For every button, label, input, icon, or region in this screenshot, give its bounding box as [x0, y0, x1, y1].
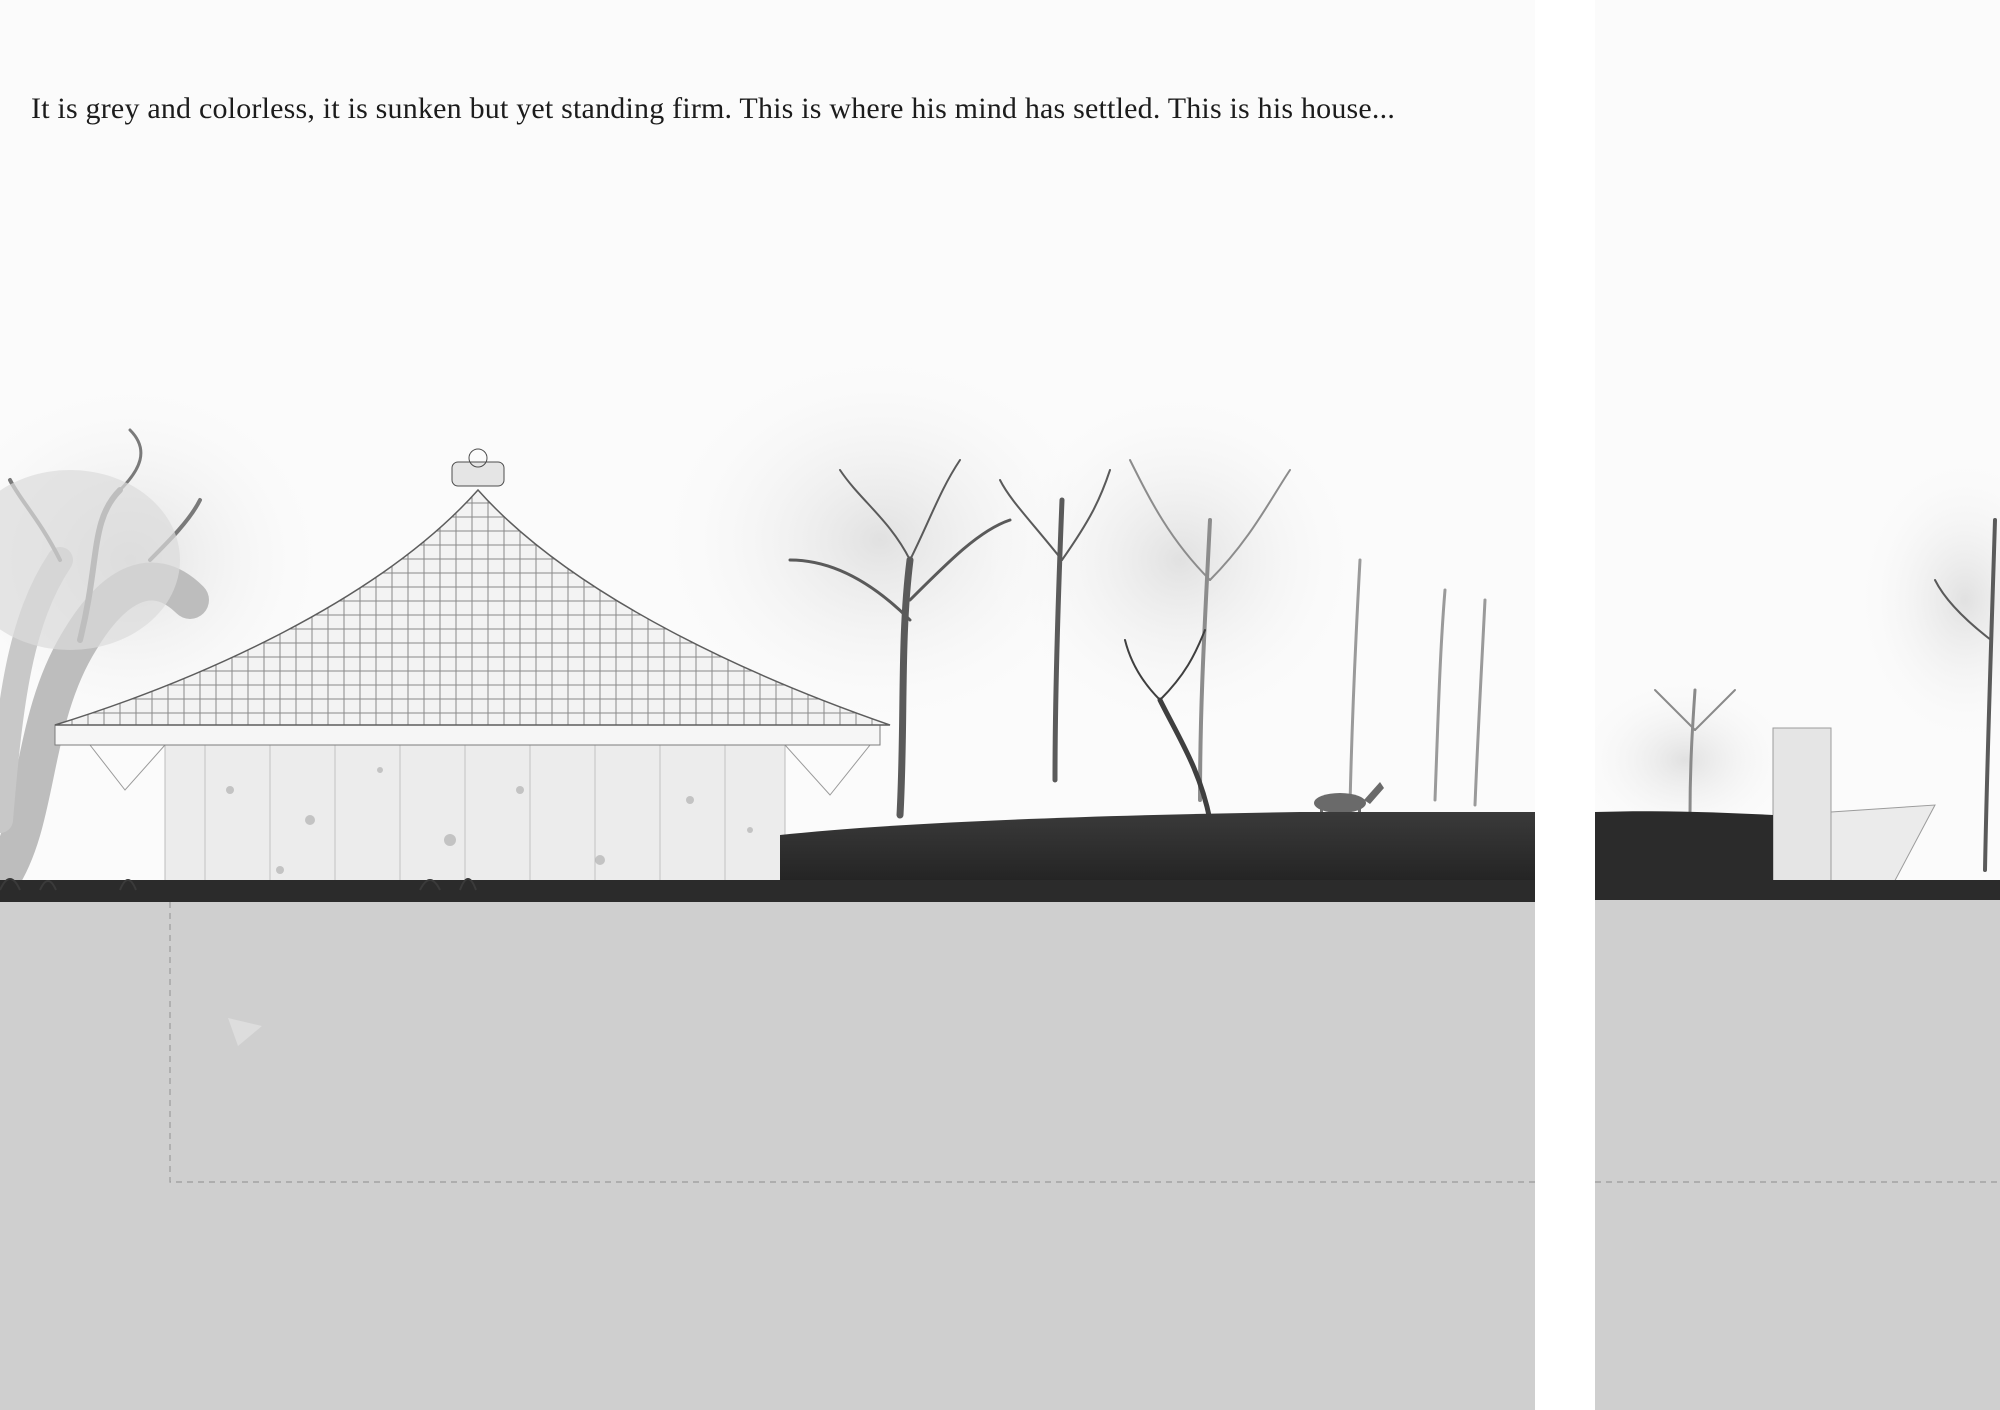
ground-section [0, 902, 1535, 1410]
mist-cloud [980, 370, 1380, 750]
house-wall [164, 744, 786, 891]
underground-outline [169, 902, 1535, 1183]
left-panel [0, 330, 1535, 1410]
old-tree [0, 428, 209, 899]
tree-group [788, 459, 1487, 823]
left-section-drawing [0, 330, 1535, 1410]
roof [54, 488, 891, 726]
panel-gap [1535, 0, 1595, 1410]
right-section-drawing [1595, 440, 2000, 1410]
grass-mound [780, 812, 1535, 900]
right-panel [1595, 0, 2000, 1410]
ground-grass [0, 880, 1535, 904]
concrete-box [1772, 727, 1832, 889]
narrative-caption: It is grey and colorless, it is sunken b… [31, 92, 1396, 125]
house [54, 448, 891, 891]
background-tree [1654, 688, 1736, 817]
roof-ornament [451, 448, 505, 487]
ramp [1830, 804, 1936, 889]
eave-band [54, 724, 881, 746]
edge-tree [1934, 518, 1997, 872]
grass-mound [1595, 811, 1773, 900]
ground-section [1595, 900, 2000, 1410]
